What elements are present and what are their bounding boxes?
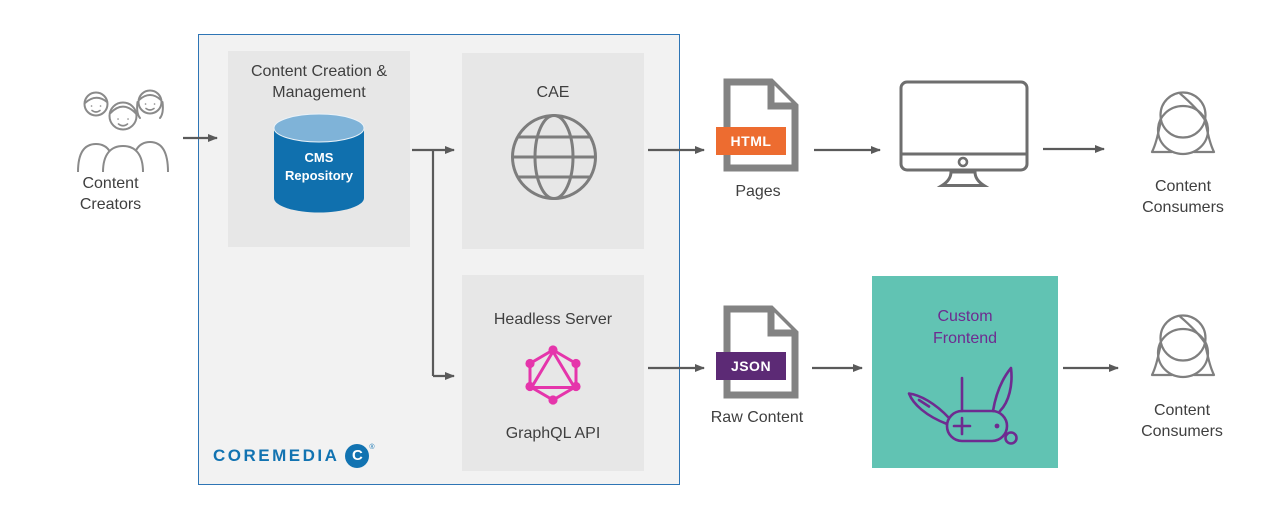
json-badge: JSON — [716, 352, 786, 380]
cms-panel: Content Creation & Management CMS Reposi… — [228, 51, 410, 247]
graphql-api-label: GraphQL API — [505, 425, 601, 442]
person-head-icon-top — [1150, 91, 1216, 156]
pages-label: Pages — [735, 183, 781, 200]
coremedia-c-icon: C — [345, 444, 370, 468]
coremedia-logo-text: COREMEDIA — [213, 446, 340, 465]
graphql-icon — [525, 345, 581, 405]
custom-frontend-box: Custom Frontend — [872, 276, 1058, 468]
cms-repository-cylinder: CMS Repository — [273, 113, 365, 215]
headless-panel: Headless Server GraphQL API — [462, 275, 644, 471]
content-consumers-top-label: Content Consumers — [1142, 178, 1224, 217]
content-consumers-bottom-label: Content Consumers — [1141, 402, 1223, 441]
people-group-icon — [77, 89, 169, 172]
custom-frontend-title: Custom Frontend — [932, 308, 998, 347]
cae-panel-title: CAE — [536, 84, 570, 101]
database-cylinder-icon — [273, 113, 365, 213]
swiss-army-knife-icon — [907, 366, 1018, 445]
html-badge: HTML — [716, 127, 786, 155]
html-document-icon — [723, 78, 799, 172]
cms-repository-label: CMS Repository — [285, 150, 353, 183]
cae-panel: CAE — [462, 53, 644, 249]
raw-content-label: Raw Content — [710, 409, 804, 426]
coremedia-logo: COREMEDIA C ® — [213, 443, 375, 469]
person-head-icon-bottom — [1150, 314, 1216, 379]
globe-icon — [511, 114, 597, 200]
content-creators-label: Content Creators — [79, 175, 142, 214]
trademark-symbol: ® — [369, 444, 375, 451]
desktop-monitor-icon — [899, 80, 1029, 187]
headless-panel-title: Headless Server — [493, 311, 613, 328]
cms-panel-title: Content Creation & Management — [250, 63, 388, 102]
